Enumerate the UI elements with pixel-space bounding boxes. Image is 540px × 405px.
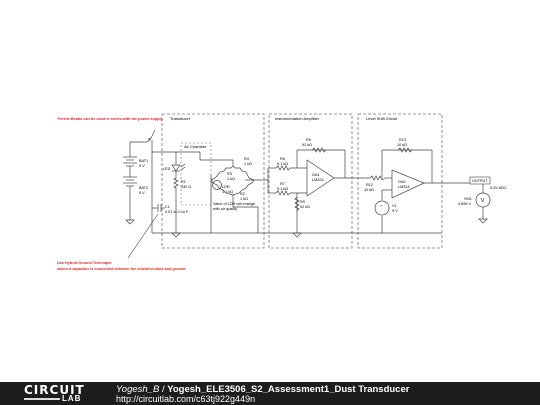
- ldr-name: LDR: [222, 185, 230, 189]
- r6-name: R6: [280, 157, 285, 161]
- voltage-source-v1[interactable]: [374, 200, 390, 216]
- hybrid-note-line1: Use Hybrid Ground Technique: [57, 261, 112, 265]
- oa1-model: LM324: [312, 178, 324, 182]
- opamp-oa2[interactable]: [391, 169, 425, 199]
- resistor-r5[interactable]: [311, 147, 327, 153]
- r12-name: R12: [366, 183, 373, 187]
- circuit-url[interactable]: http://circuitlab.com/c63tj922g449n: [116, 394, 256, 404]
- output-label: OUTPUT: [472, 179, 488, 183]
- amplifier-section-box: [268, 113, 353, 249]
- author-link[interactable]: Yogesh_B: [116, 384, 160, 395]
- resistor-r9[interactable]: [294, 196, 300, 212]
- transducer-section-box: [161, 113, 265, 249]
- adc-label: 0-5V ADC: [490, 186, 507, 190]
- vm1-name: VM1: [464, 197, 472, 201]
- r1-value: 330 Ω: [181, 185, 191, 189]
- r4-name: R4: [244, 157, 249, 161]
- resistor-r12[interactable]: [369, 175, 386, 181]
- output-label-tag[interactable]: OUTPUT: [469, 176, 491, 185]
- led-label: LED: [163, 167, 171, 171]
- v1-plus-icon: +: [380, 203, 383, 208]
- air-chamber-label: Air Chamber: [184, 144, 207, 149]
- ldr-value: 1.1 kΩ: [222, 190, 233, 194]
- logo-wave-icon: [24, 398, 60, 400]
- oa2-name: OA2: [398, 180, 406, 184]
- footer-bar: CIRCUIT LAB Yogesh_B / Yogesh_ELE3506_S2…: [0, 382, 540, 405]
- amplifier-label: Instrumentation Amplifier: [275, 116, 320, 121]
- v1-value: 9 V: [392, 209, 398, 213]
- transducer-label: Transducer: [170, 116, 191, 121]
- resistor-r13[interactable]: [397, 147, 413, 153]
- resistor-r6[interactable]: [275, 165, 291, 171]
- vm1-value: 4.696 V: [458, 202, 472, 206]
- logo-bottom: LAB: [24, 395, 90, 403]
- r2-name: R2: [240, 192, 245, 196]
- schematic-canvas[interactable]: Transducer Instrumentation Amplifier Lev…: [0, 0, 540, 382]
- r7-name: R7: [280, 182, 285, 186]
- r5-name: R5: [306, 138, 311, 142]
- r7-value: 5.1 kΩ: [277, 187, 288, 191]
- r9-value: 92 kΩ: [300, 205, 310, 209]
- v1-name: V1: [392, 204, 397, 208]
- r3-name: R3: [227, 172, 232, 176]
- hybrid-note-line2: where a capacitor is connected between t…: [56, 267, 187, 271]
- bat2-name: BAT2: [139, 186, 148, 190]
- battery-bat1[interactable]: [123, 156, 137, 177]
- wires: [129, 139, 484, 234]
- r5-value: 92 kΩ: [302, 143, 312, 147]
- led-diode[interactable]: [171, 163, 186, 172]
- circuit-title: Yogesh_B / Yogesh_ELE3506_S2_Assessment1…: [116, 384, 409, 395]
- ldr-note-line1: Value of LDR will change: [213, 202, 255, 206]
- logo-text-top: CIRCUIT: [24, 383, 85, 397]
- c1-value: 0.01 to 0.1u F: [165, 210, 189, 214]
- battery-bat2[interactable]: [123, 176, 137, 197]
- r12-value: 10 kΩ: [364, 188, 374, 192]
- capacitor-c1[interactable]: [152, 204, 165, 212]
- circuit-schematic: Transducer Instrumentation Amplifier Lev…: [56, 113, 507, 271]
- c1-name: C1: [165, 205, 170, 209]
- bat1-name: BAT1: [139, 159, 148, 163]
- voltmeter-v-icon: V: [481, 198, 485, 204]
- level-shift-label: Level Shift Circuit: [366, 116, 398, 121]
- ferrite-note: Ferrite Beads can be used in series with…: [58, 117, 164, 121]
- r13-value: 10 kΩ: [397, 143, 407, 147]
- title-separator: /: [161, 384, 165, 395]
- voltmeter-vm1[interactable]: [475, 192, 491, 208]
- r6-value: 5.1 kΩ: [277, 162, 288, 166]
- ldr-note-line2: with air quality: [213, 207, 237, 211]
- logo-text-bottom: LAB: [62, 394, 82, 403]
- air-chamber-box: [180, 142, 212, 206]
- oa2-model: LM324: [398, 185, 410, 189]
- hybrid-arrow: [127, 213, 159, 259]
- bridge-network[interactable]: [210, 165, 255, 196]
- r9-name: R9: [300, 200, 305, 204]
- r13-name: R13: [399, 138, 406, 142]
- r4-value: 1 kΩ: [244, 162, 252, 166]
- bat2-value: 9 V: [139, 191, 145, 195]
- project-name-link[interactable]: Yogesh_ELE3506_S2_Assessment1_Dust Trans…: [167, 384, 410, 395]
- r3-value: 1 kΩ: [227, 177, 235, 181]
- circuitlab-logo[interactable]: CIRCUIT LAB: [24, 384, 94, 403]
- oa1-name: OA1: [312, 173, 320, 177]
- resistor-r7[interactable]: [275, 190, 291, 196]
- ground-symbols: [125, 218, 488, 238]
- bat1-value: 9 V: [139, 164, 145, 168]
- opamp-oa1[interactable]: [306, 159, 335, 197]
- ferrite-arrow: [149, 129, 156, 141]
- resistor-r1[interactable]: [173, 176, 179, 190]
- r1-name: R1: [181, 180, 186, 184]
- r2-value: 1 kΩ: [240, 197, 248, 201]
- level-shift-section-box: [357, 113, 443, 249]
